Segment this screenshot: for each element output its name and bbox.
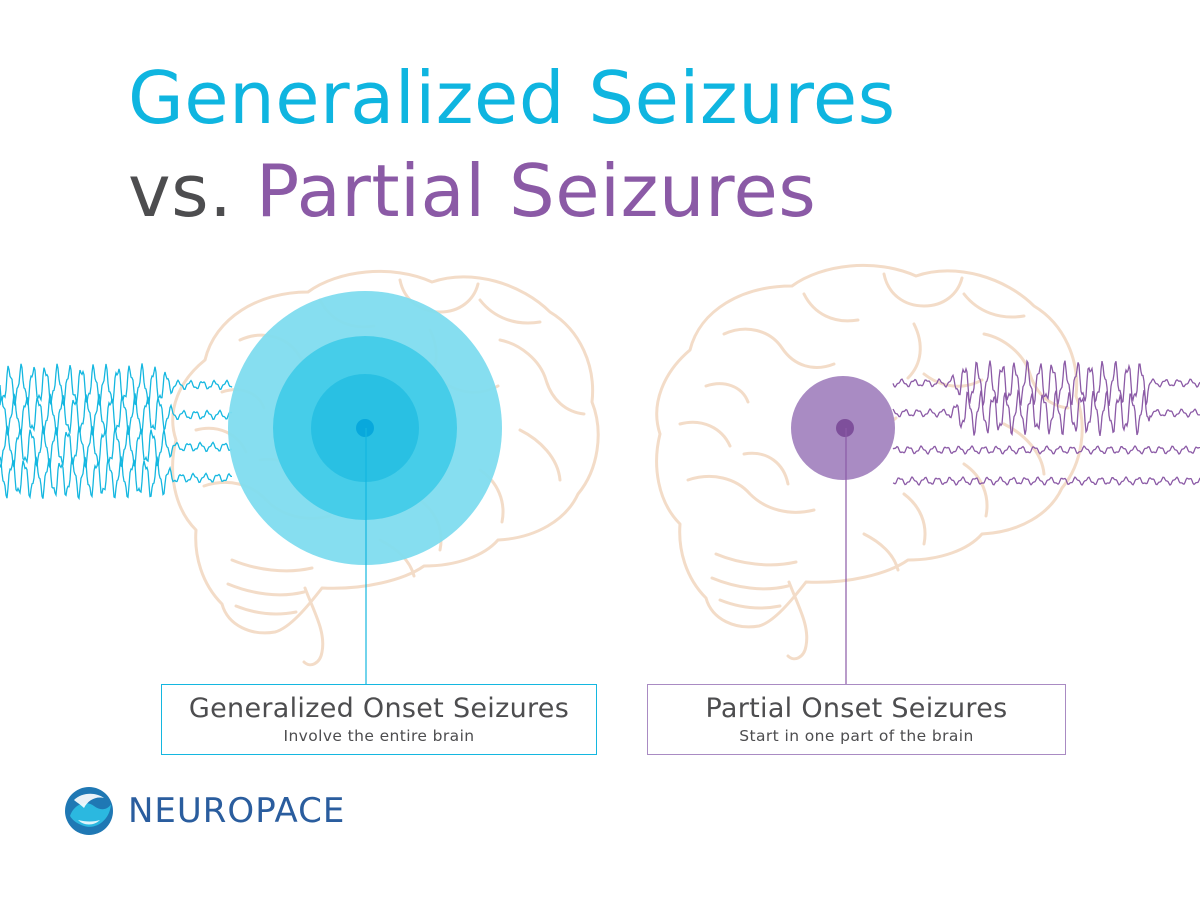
title-partial: vs. Partial Seizures [128, 155, 816, 227]
partial-eeg-trace [892, 444, 1200, 455]
generalized-label-box: Generalized Onset Seizures Involve the e… [161, 684, 597, 755]
logo-wordmark: NEUROPACE [128, 791, 346, 831]
title-generalized: Generalized Seizures [128, 62, 896, 134]
partial-label-box: Partial Onset Seizures Start in one part… [647, 684, 1066, 755]
generalized-eeg-trace [0, 363, 233, 408]
generalized-label-title: Generalized Onset Seizures [188, 693, 570, 724]
neuropace-swirl-icon [65, 787, 113, 835]
partial-eeg-trace [892, 359, 1200, 407]
title-line2: Partial Seizures [255, 149, 817, 233]
title-vs: vs. [128, 149, 233, 233]
neuropace-logo: NEUROPACE [64, 786, 345, 836]
title-line1: Generalized Seizures [128, 56, 896, 140]
generalized-eeg-trace [0, 456, 232, 501]
partial-eeg-trace [892, 475, 1200, 486]
partial-label-title: Partial Onset Seizures [705, 693, 1008, 724]
partial-eeg-waves [892, 359, 1200, 486]
generalized-eeg-waves [0, 363, 233, 501]
generalized-label-subtitle: Involve the entire brain [283, 727, 475, 745]
partial-label-subtitle: Start in one part of the brain [739, 727, 974, 745]
partial-eeg-trace [892, 389, 1200, 437]
partial-focus-dot [836, 419, 854, 437]
generalized-focus-dot [356, 419, 374, 437]
generalized-eeg-trace [0, 425, 233, 470]
